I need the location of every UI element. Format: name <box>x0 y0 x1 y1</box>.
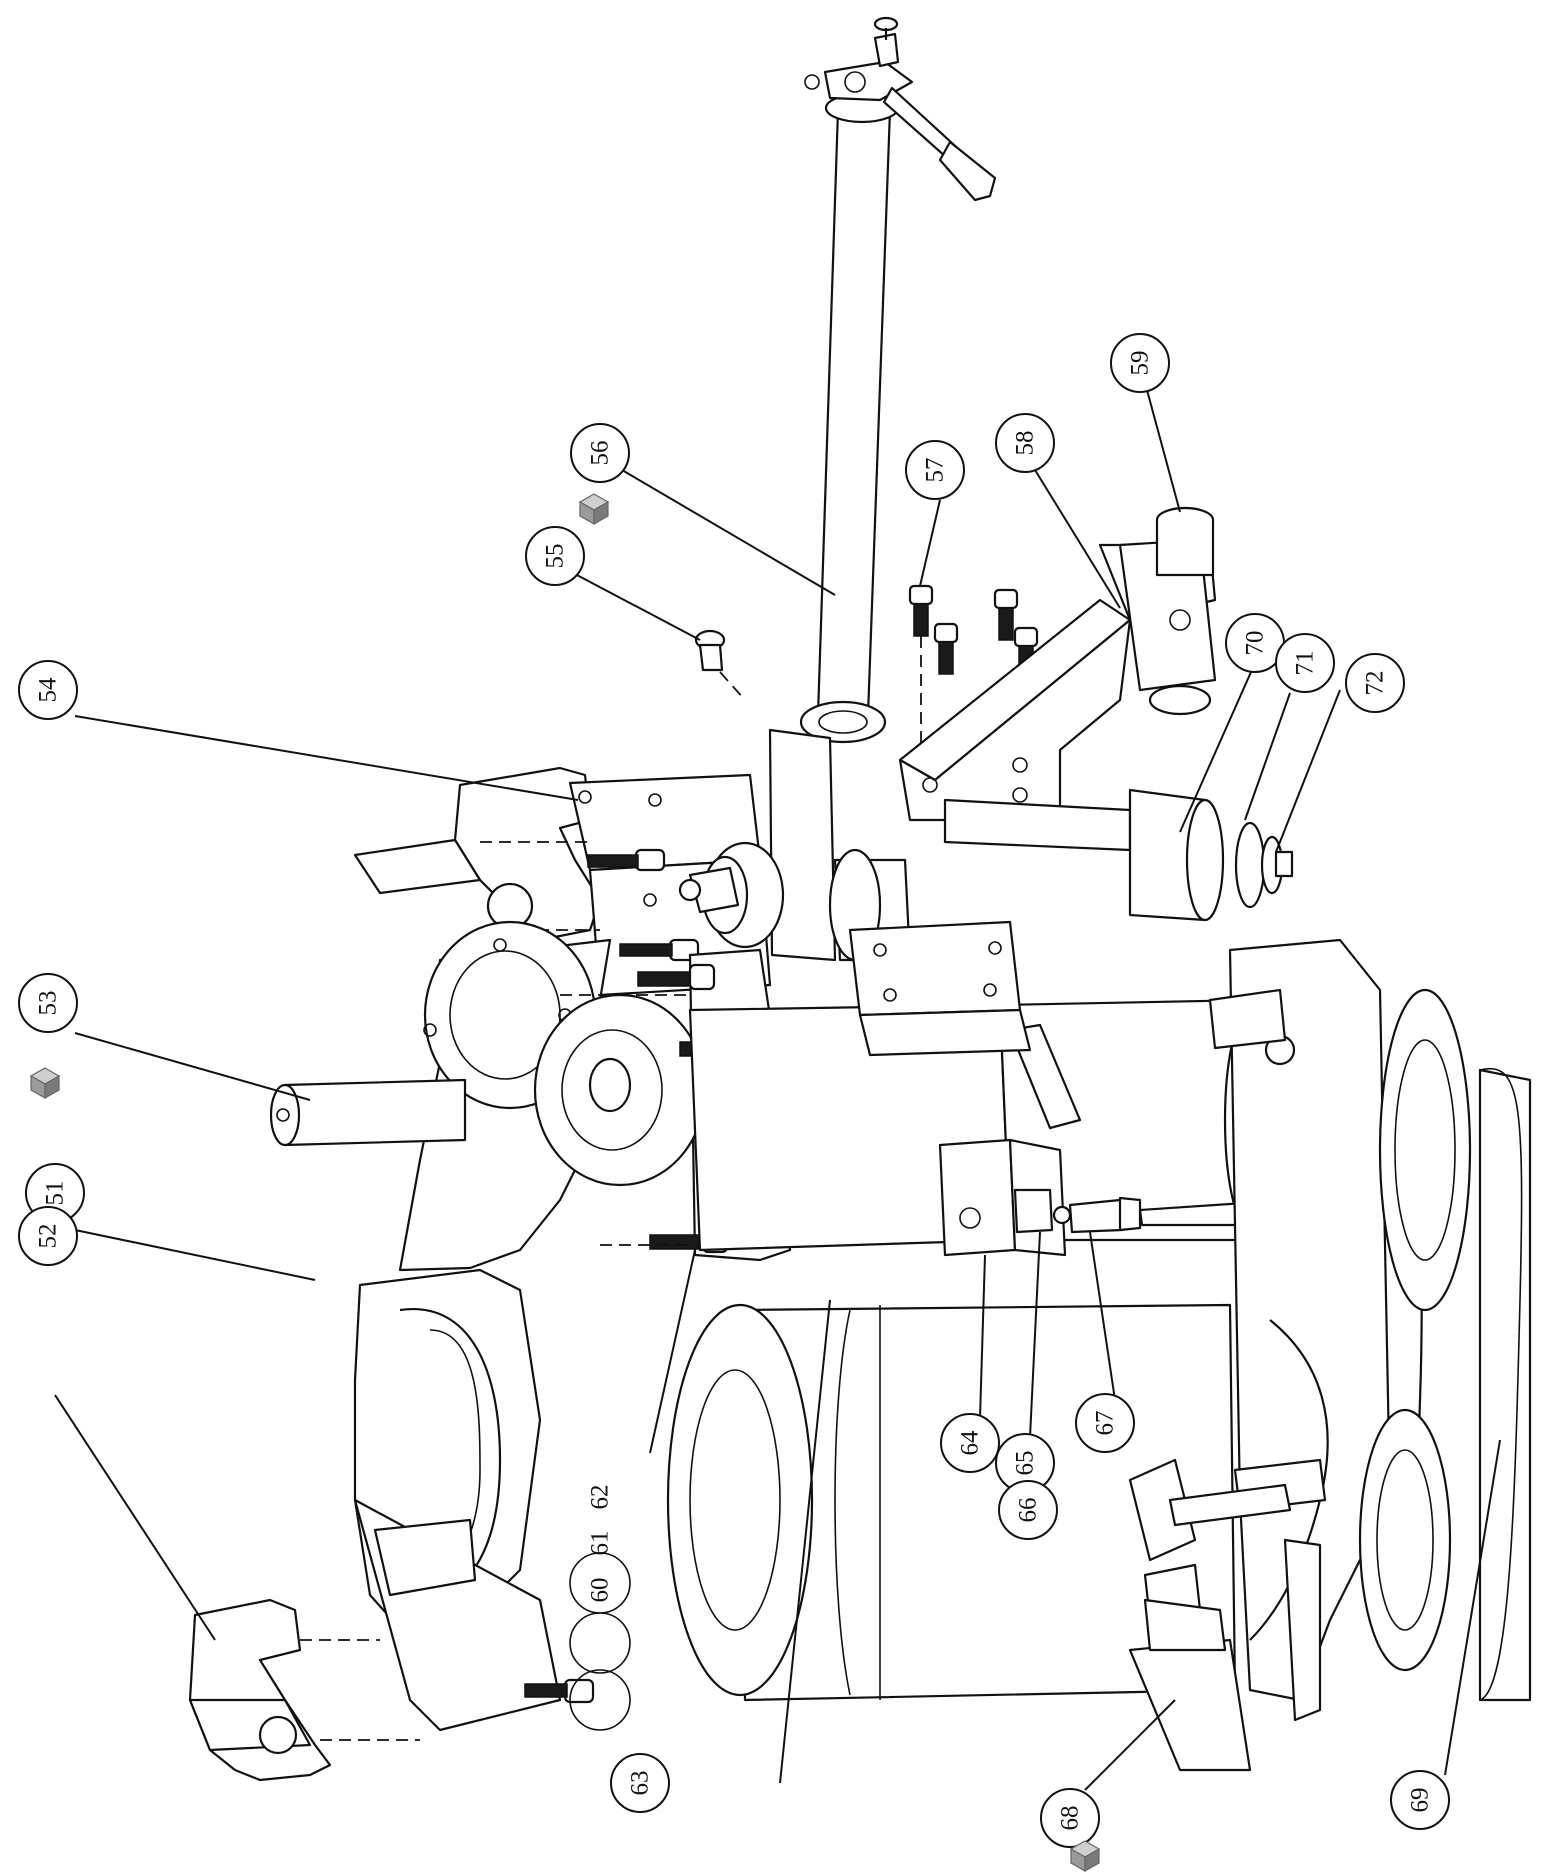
callout-label: 53 <box>35 991 62 1016</box>
callout-label: 66 <box>1015 1498 1042 1523</box>
part-60-62-balls <box>569 1552 631 1731</box>
cube-icon <box>578 493 610 526</box>
callout-label: 64 <box>957 1430 984 1456</box>
part-nut-assembly <box>678 841 912 962</box>
callout-label: 52 <box>35 1224 62 1249</box>
part-70-72-lower-shaft <box>943 788 1294 922</box>
callout-label: 55 <box>542 544 569 569</box>
callout-label: 63 <box>627 1771 654 1796</box>
cube-icon <box>1069 1840 1101 1873</box>
callout-label: 68 <box>1057 1806 1084 1831</box>
part-69-belt-and-pulleys <box>1358 988 1532 1702</box>
part-59-clevis-pin <box>1118 506 1217 716</box>
callout-72: 72 <box>1345 653 1405 713</box>
callout-66: 66 <box>998 1480 1058 1540</box>
part-upper-mount-block <box>848 920 1032 1057</box>
part-51-bracket <box>188 1598 595 1782</box>
callout-label: 65 <box>1012 1451 1039 1476</box>
callout-label: 59 <box>1127 351 1154 376</box>
callout-68: 68 <box>1040 1788 1100 1848</box>
callout-60: 60 <box>587 1578 614 1603</box>
callout-label: 57 <box>922 458 949 483</box>
part-56-shaft-with-lever <box>768 16 997 962</box>
callout-67: 67 <box>1075 1393 1135 1453</box>
callout-label: 70 <box>1242 631 1269 656</box>
callout-label: 60 <box>587 1578 614 1603</box>
callout-label: 51 <box>42 1181 69 1206</box>
callout-label: 58 <box>1012 431 1039 456</box>
callout-53: 53 <box>18 973 78 1033</box>
part-53-shaft <box>269 1078 467 1147</box>
part-57-cap-screws <box>908 584 1039 790</box>
callout-69: 69 <box>1390 1770 1450 1830</box>
callout-label: 67 <box>1092 1411 1119 1436</box>
callout-59: 59 <box>1110 333 1170 393</box>
callout-54: 54 <box>18 660 78 720</box>
callout-label: 61 <box>587 1531 614 1556</box>
callout-label: 72 <box>1362 671 1389 696</box>
callout-61: 61 <box>587 1531 614 1556</box>
part-55-small-screw <box>694 629 746 701</box>
callout-label: 69 <box>1407 1788 1434 1813</box>
callout-label: 62 <box>587 1485 614 1510</box>
callout-55: 55 <box>525 526 585 586</box>
callout-52: 52 <box>18 1206 78 1266</box>
callout-70: 70 <box>1225 613 1285 673</box>
callout-62: 62 <box>587 1485 614 1510</box>
callout-71: 71 <box>1275 633 1335 693</box>
part-lower-lever <box>1128 1458 1322 1722</box>
leader-lines <box>54 389 1501 1791</box>
callout-63: 63 <box>610 1753 670 1813</box>
callout-64: 64 <box>940 1413 1000 1473</box>
cube-icon <box>29 1067 61 1100</box>
callout-label: 56 <box>587 441 614 466</box>
callout-56: 56 <box>570 423 630 483</box>
callout-57: 57 <box>905 440 965 500</box>
callout-label: 71 <box>1292 651 1319 676</box>
callout-label: 54 <box>35 677 62 703</box>
callout-58: 58 <box>995 413 1055 473</box>
